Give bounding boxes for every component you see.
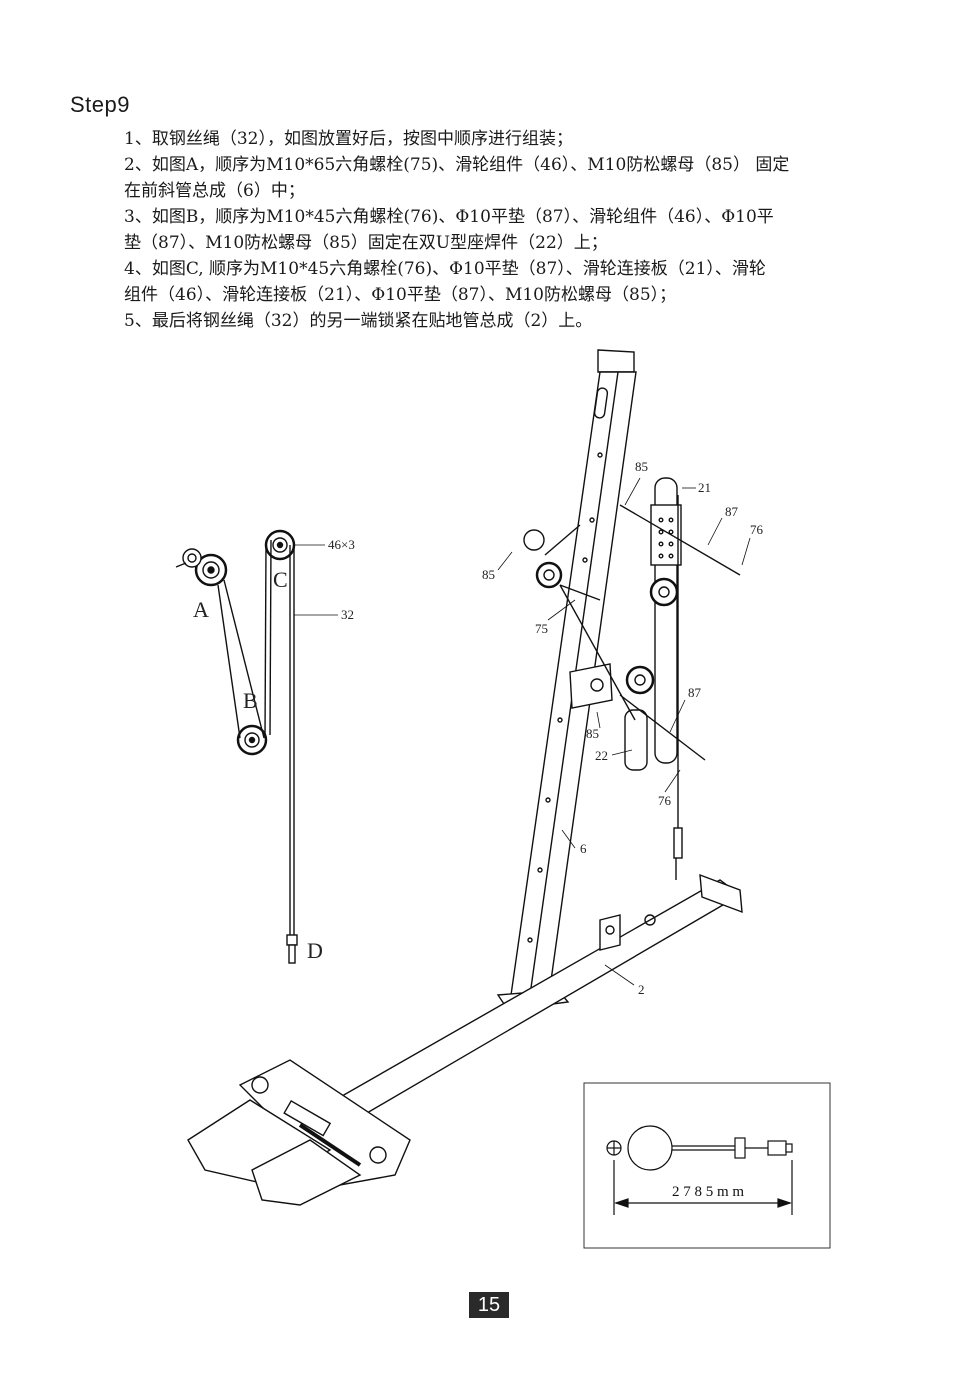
label-part-85-left: 85 (482, 567, 495, 582)
label-part-6: 6 (580, 841, 587, 856)
frame-assembly-drawing (187, 349, 751, 1206)
label-part-85-mid: 85 (586, 726, 599, 741)
label-pulley-count: 46×3 (328, 537, 355, 552)
frame-pulleys-drawing (523, 477, 741, 880)
instruction-line: 在前斜管总成（6）中； (124, 181, 305, 201)
instruction-line: 垫（87）、M10防松螺母（85）固定在双U型座焊件（22）上； (124, 233, 608, 253)
label-c: C (273, 567, 288, 592)
instructions: 1、取钢丝绳（32），如图放置好后，按图中顺序进行组装； 2、如图A，顺序为M1… (124, 126, 924, 334)
label-part-87-mid: 87 (688, 685, 702, 700)
pulley-a-drawing (175, 548, 228, 587)
label-part-22: 22 (595, 748, 608, 763)
instruction-line: 5、最后将钢丝绳（32）的另一端锁紧在贴地管总成（2）上。 (124, 311, 593, 331)
label-cable-32: 32 (341, 607, 354, 622)
label-part-76-top: 76 (750, 522, 764, 537)
label-part-76-bottom: 76 (658, 793, 672, 808)
instruction-line: 4、如图C, 顺序为M10*45六角螺栓(76)、Φ10平垫（87）、滑轮连接板… (124, 259, 766, 279)
label-d: D (307, 938, 323, 963)
label-part-75: 75 (535, 621, 548, 636)
label-b: B (243, 688, 258, 713)
label-part-2: 2 (638, 982, 645, 997)
cable-routing-diagram (175, 529, 338, 964)
instruction-line: 组件（46）、滑轮连接板（21）、Φ10平垫（87）、M10防松螺母（85）； (124, 285, 677, 305)
label-part-21: 21 (698, 480, 711, 495)
label-part-85-top: 85 (635, 459, 648, 474)
instruction-line: 1、取钢丝绳（32），如图放置好后，按图中顺序进行组装； (124, 129, 573, 149)
step-title: Step9 (70, 92, 130, 117)
instruction-line: 3、如图B，顺序为M10*45六角螺栓(76)、Φ10平垫（87）、滑轮组件（4… (124, 207, 774, 227)
foot-pedal-drawing (187, 1059, 411, 1206)
label-part-87-top: 87 (725, 504, 739, 519)
page-number: 15 (469, 1292, 509, 1318)
label-cable-length: 2 7 8 5 m m (672, 1184, 744, 1200)
pulley-b-drawing (236, 724, 268, 756)
cable-length-inset: 2 7 8 5 m m (583, 1082, 831, 1249)
label-a: A (193, 597, 209, 622)
instruction-line: 2、如图A，顺序为M10*65六角螺栓(75)、滑轮组件（46）、M10防松螺母… (124, 155, 790, 175)
